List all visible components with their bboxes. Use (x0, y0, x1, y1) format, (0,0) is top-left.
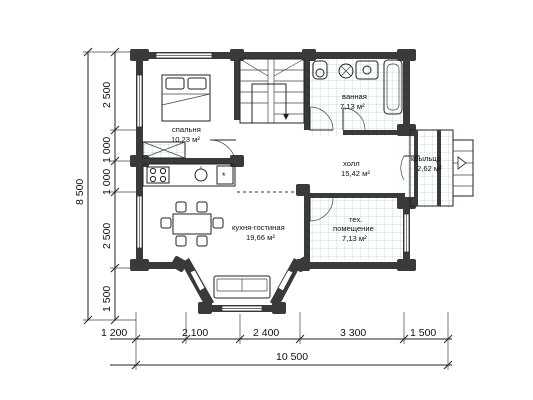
utility-tile-floor (310, 197, 406, 261)
dim-left-3: 1 000 (101, 169, 113, 195)
bathroom-area: 7,13 м² (340, 102, 365, 111)
dim-bottom-3: 2 400 (253, 327, 279, 339)
bathroom-name: ванная (342, 92, 367, 101)
hall-area: 15,42 м² (341, 169, 370, 178)
dimension-lines-bottom: 1 200 2 100 2 400 3 300 1 500 10 500 (101, 312, 453, 370)
interior-walls (142, 58, 405, 266)
bedroom-furniture (142, 74, 211, 159)
extractor-asterisk: * (222, 171, 226, 181)
utility-area: 7,13 м² (342, 234, 367, 243)
hall-name: холл (343, 159, 360, 168)
windows (136, 52, 410, 253)
kitchen-name: кухня-гостиная (232, 223, 285, 232)
kitchen-furniture: * (142, 163, 304, 299)
staircase (239, 58, 305, 124)
dim-bottom-5: 1 500 (410, 327, 436, 339)
dim-left-5: 1 500 (101, 286, 113, 312)
porch-area: 2,62 м² (417, 164, 442, 173)
porch-name: крыльцо (411, 154, 441, 163)
doors (209, 106, 420, 222)
dim-left-total: 8 500 (74, 179, 86, 205)
dim-left-4: 2 500 (101, 223, 113, 249)
dim-bottom-1: 1 200 (101, 327, 127, 339)
bedroom-name: спальня (172, 125, 201, 134)
bay-window (170, 256, 312, 314)
room-labels: спальня 10,23 м² ванная 7,13 м² холл 15,… (171, 92, 442, 243)
dim-left-2: 1 000 (101, 137, 113, 163)
dim-bottom-2: 2 100 (182, 327, 208, 339)
bathroom-fixtures (312, 59, 403, 115)
dimension-lines-left: 2 500 1 000 1 000 2 500 1 500 8 500 (74, 47, 136, 325)
dim-left-1: 2 500 (101, 82, 113, 108)
kitchen-area: 19,66 м² (246, 233, 275, 242)
porch (409, 129, 474, 207)
dim-bottom-total: 10 500 (276, 351, 308, 363)
utility-name-line1: тех. (349, 215, 362, 224)
utility-name-line2: помещение (333, 224, 374, 233)
dim-bottom-4: 3 300 (340, 327, 366, 339)
bedroom-area: 10,23 м² (171, 135, 200, 144)
